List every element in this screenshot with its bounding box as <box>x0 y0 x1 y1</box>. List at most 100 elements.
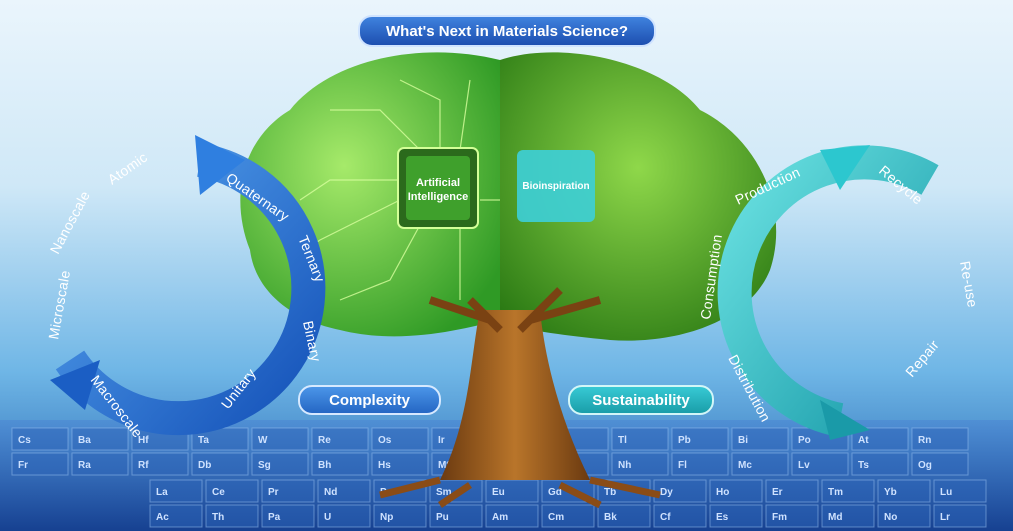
element-symbol: Gd <box>548 487 562 498</box>
element-cell <box>371 452 429 476</box>
element-cell <box>429 504 483 528</box>
element-cell <box>911 427 969 451</box>
element-symbol: Tb <box>604 487 616 498</box>
element-symbol: Ts <box>858 460 869 471</box>
element-cell <box>149 504 203 528</box>
element-symbol: Fm <box>772 512 787 523</box>
element-cell <box>877 479 931 503</box>
element-symbol: W <box>258 435 268 446</box>
element-symbol: Lr <box>940 512 950 523</box>
element-symbol: Fr <box>18 460 28 471</box>
element-symbol: Nh <box>618 460 631 471</box>
element-cell <box>261 479 315 503</box>
element-symbol: Tm <box>828 487 843 498</box>
complexity-label: Complexity <box>298 385 441 415</box>
element-symbol: Ta <box>198 435 209 446</box>
element-symbol: Ce <box>212 487 225 498</box>
element-cell <box>11 427 69 451</box>
element-symbol: Cm <box>548 512 564 523</box>
element-cell <box>311 427 369 451</box>
element-symbol: Sg <box>258 460 271 471</box>
element-symbol: Th <box>212 512 224 523</box>
label-reuse: Re-use <box>957 260 981 309</box>
element-symbol: Sm <box>436 487 452 498</box>
element-symbol: Dy <box>660 487 673 498</box>
element-cell <box>371 427 429 451</box>
element-cell <box>311 452 369 476</box>
element-symbol: Pu <box>436 512 449 523</box>
element-symbol: Og <box>918 460 932 471</box>
element-cell <box>251 427 309 451</box>
element-cell <box>877 504 931 528</box>
element-symbol: Ra <box>78 460 91 471</box>
right-cycle-ring <box>717 145 939 440</box>
element-cell <box>731 452 789 476</box>
element-symbol: Db <box>198 460 211 471</box>
element-symbol: Ho <box>716 487 729 498</box>
element-symbol: Rf <box>138 460 149 471</box>
element-cell <box>611 427 669 451</box>
ai-chip <box>397 147 479 229</box>
element-symbol: Fl <box>678 460 687 471</box>
element-cell <box>851 427 909 451</box>
element-cell <box>653 504 707 528</box>
element-symbol: Hf <box>138 435 149 446</box>
element-symbol: Mt <box>438 460 450 471</box>
element-symbol: At <box>858 435 869 446</box>
element-symbol: Ir <box>438 435 445 446</box>
element-cell <box>933 504 987 528</box>
element-cell <box>821 504 875 528</box>
element-cell <box>731 427 789 451</box>
element-cell <box>765 479 819 503</box>
element-cell <box>251 452 309 476</box>
element-symbol: Er <box>772 487 783 498</box>
element-cell <box>709 479 763 503</box>
element-cell <box>373 504 427 528</box>
element-cell <box>71 452 129 476</box>
element-symbol: Eu <box>492 487 505 498</box>
element-cell <box>317 479 371 503</box>
element-cell <box>317 504 371 528</box>
element-cell <box>205 479 259 503</box>
element-cell <box>485 504 539 528</box>
element-symbol: Np <box>380 512 393 523</box>
element-cell <box>611 452 669 476</box>
element-cell <box>11 452 69 476</box>
element-cell <box>765 504 819 528</box>
tree-trunk <box>379 287 661 509</box>
label-atomic: Atomic <box>105 149 151 188</box>
element-symbol: Md <box>828 512 842 523</box>
element-cell <box>821 479 875 503</box>
element-symbol: Cf <box>660 512 671 523</box>
page-title: What's Next in Materials Science? <box>358 15 656 47</box>
element-symbol: Pr <box>268 487 279 498</box>
element-symbol: Mc <box>738 460 752 471</box>
element-symbol: Hs <box>378 460 391 471</box>
element-cell <box>597 504 651 528</box>
sustainability-label: Sustainability <box>568 385 714 415</box>
element-cell <box>933 479 987 503</box>
element-cell <box>149 479 203 503</box>
element-cell <box>541 504 595 528</box>
element-symbol: Tl <box>618 435 627 446</box>
element-symbol: Cs <box>18 435 31 446</box>
element-symbol: La <box>156 487 168 498</box>
element-symbol: Yb <box>884 487 897 498</box>
element-symbol: Pa <box>268 512 281 523</box>
element-symbol: Bi <box>738 435 748 446</box>
element-symbol: Lu <box>940 487 952 498</box>
element-symbol: Nd <box>324 487 337 498</box>
element-symbol: Ba <box>78 435 91 446</box>
element-symbol: Os <box>378 435 392 446</box>
element-cell <box>131 452 189 476</box>
element-cell <box>911 452 969 476</box>
label-microscale: Microscale <box>45 269 73 341</box>
element-symbol: Po <box>798 435 811 446</box>
element-symbol: Re <box>318 435 331 446</box>
element-cell <box>671 427 729 451</box>
element-symbol: Bk <box>604 512 617 523</box>
element-cell <box>71 427 129 451</box>
element-symbol: Bh <box>318 460 331 471</box>
element-cell <box>709 504 763 528</box>
